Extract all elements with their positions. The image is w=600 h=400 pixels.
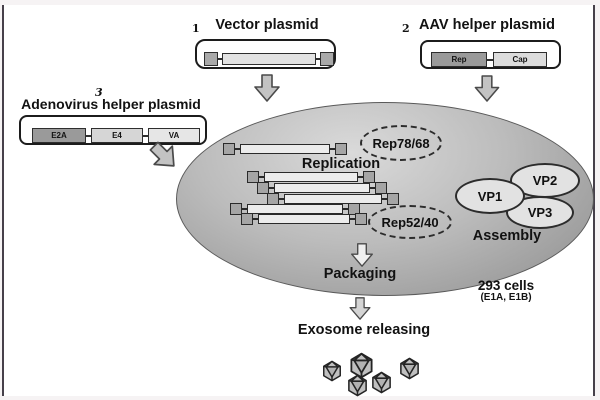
cap-gene-box: Cap [493,52,547,67]
dna-strand [257,182,387,194]
vector-plasmid-number: 1 [192,22,200,35]
exosome-releasing-label: Exosome releasing [297,322,431,338]
aav-helper-number: 2 [402,22,410,35]
vector-plasmid-title: Vector plasmid [215,17,319,33]
cell-name: 293 cells [477,278,535,293]
aav-to-cell-arrow-icon [474,75,500,102]
rep-gene-box: Rep [431,52,487,67]
dna-strand [241,213,367,225]
virus-particle-icon [350,352,373,379]
adeno-to-cell-arrow-icon [149,141,175,167]
release-arrow-icon [349,297,371,320]
itr-right-box [320,52,334,66]
adeno-helper-title: Adenovirus helper plasmid [21,96,201,112]
transgene-box [222,53,316,65]
rep78-oval: Rep78/68 [360,125,442,161]
vp1-oval: VP1 [455,178,525,214]
virus-particle-icon [372,371,391,394]
e4-gene-box: E4 [91,128,143,143]
rep52-oval: Rep52/40 [368,205,452,239]
dna-strand [267,193,399,205]
dna-strand [223,143,347,155]
packaging-label: Packaging [323,266,397,282]
cell-genotype: (E1A, E1B) [480,291,532,303]
adeno-helper-genes: E2A E4 VA [32,128,200,143]
cell-name-block: 293 cells (E1A, E1B) [450,278,562,303]
va-gene-box: VA [148,128,200,143]
vector-plasmid-genes [204,52,334,66]
itr-left-box [204,52,218,66]
adeno-helper-number: 3 [95,86,103,99]
assembly-label: Assembly [472,228,542,244]
e2a-gene-box: E2A [32,128,86,143]
diagram-canvas: 1 Vector plasmid 2 AAV helper plasmid Re… [2,5,595,397]
virus-particle-icon [323,360,341,382]
dna-strand [247,171,375,183]
aav-helper-backbone [420,40,561,69]
vector-to-cell-arrow-icon [254,74,280,102]
replication-label: Replication [301,156,381,172]
adeno-helper-backbone [19,115,207,145]
virus-particle-icon [348,374,367,397]
aav-helper-genes: Rep Cap [431,52,547,67]
aav-helper-title: AAV helper plasmid [419,17,555,33]
dna-strand [230,203,360,215]
packaging-arrow-icon [351,243,373,267]
vector-plasmid-backbone [195,39,336,69]
virus-particle-icon [400,357,419,380]
